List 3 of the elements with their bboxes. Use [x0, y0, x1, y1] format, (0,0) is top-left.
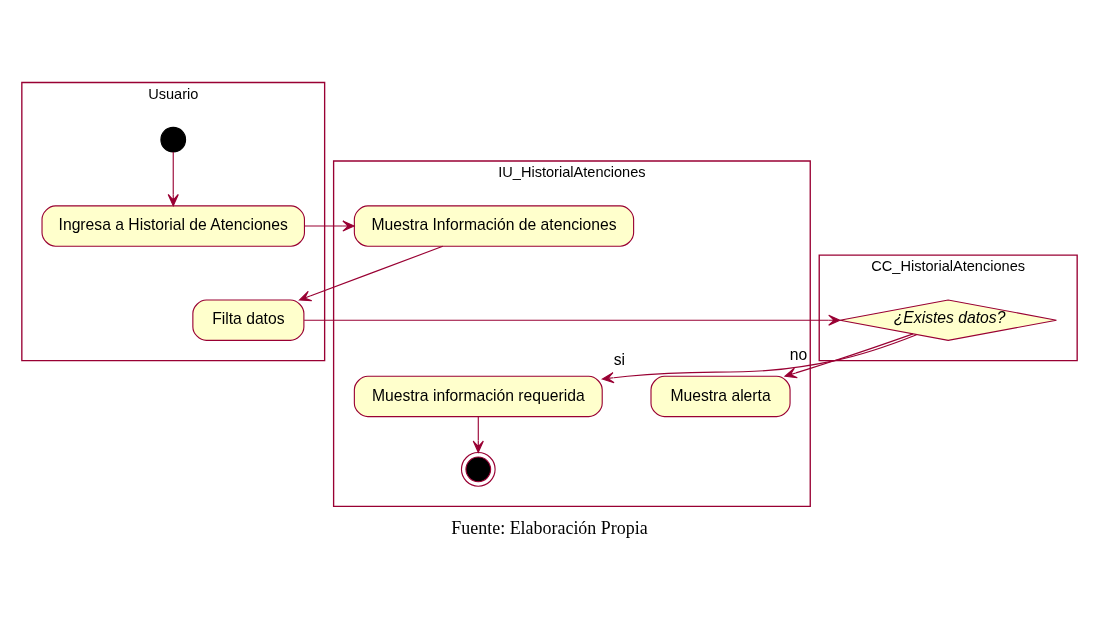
edge-label: no — [789, 345, 808, 363]
caption: Fuente: Elaboración Propia — [451, 518, 648, 539]
edge-label: si — [613, 351, 626, 369]
